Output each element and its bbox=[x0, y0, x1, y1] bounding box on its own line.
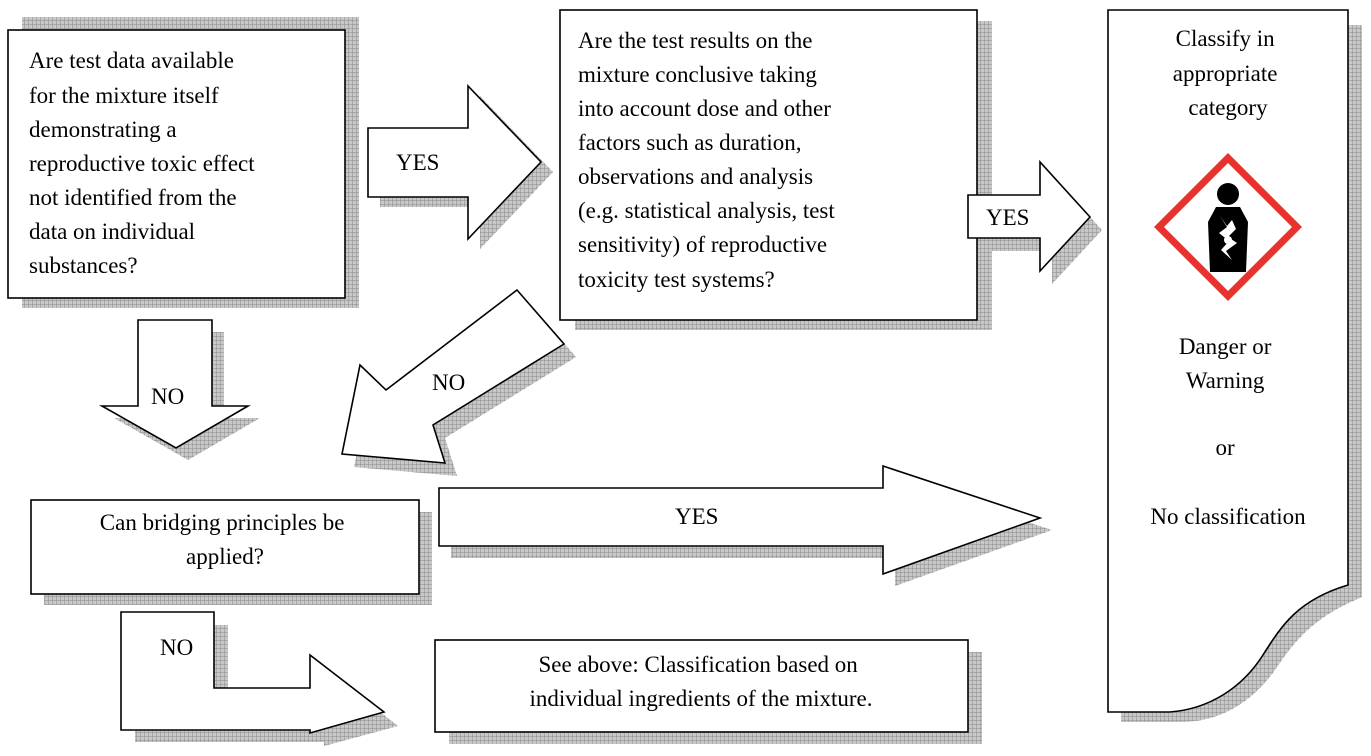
question-line: mixture conclusive taking bbox=[578, 62, 817, 87]
question-text-test-results: Are the test results on the mixture conc… bbox=[578, 28, 841, 292]
result-line: or bbox=[1216, 435, 1236, 460]
question-line: sensitivity) of reproductive bbox=[578, 232, 827, 257]
question-line: Are test data available bbox=[29, 48, 234, 73]
question-line: applied? bbox=[186, 544, 264, 569]
question-line: factors such as duration, bbox=[578, 130, 802, 155]
arrow-label: YES bbox=[986, 205, 1029, 230]
result-line: Classify in bbox=[1176, 26, 1276, 51]
question-line: for the mixture itself bbox=[29, 83, 219, 108]
result-text-classify: Classify in appropriate category bbox=[1173, 26, 1283, 120]
question-box-bridging: Can bridging principles be applied? bbox=[30, 499, 432, 605]
question-line: demonstrating a bbox=[29, 117, 177, 142]
result-line: Warning bbox=[1186, 368, 1265, 393]
arrow-yes-q1-to-q2: YES bbox=[367, 84, 553, 249]
info-line: See above: Classification based on bbox=[538, 652, 858, 677]
question-line: reproductive toxic effect bbox=[29, 151, 255, 176]
question-line: not identified from the bbox=[29, 185, 237, 210]
info-box-see-above: See above: Classification based on indiv… bbox=[434, 639, 982, 744]
result-line: appropriate bbox=[1173, 61, 1278, 86]
question-box-test-results: Are the test results on the mixture conc… bbox=[559, 9, 992, 330]
arrow-label: NO bbox=[432, 370, 465, 395]
question-line: into account dose and other bbox=[578, 96, 831, 121]
result-line: No classification bbox=[1150, 504, 1306, 529]
result-text-outcome: Danger or Warning or No classification bbox=[1150, 334, 1306, 529]
health-hazard-pictogram-icon bbox=[1154, 153, 1302, 301]
arrow-label: YES bbox=[675, 504, 718, 529]
result-line: category bbox=[1188, 95, 1268, 120]
question-line: (e.g. statistical analysis, test bbox=[578, 198, 835, 223]
arrow-label: NO bbox=[160, 635, 193, 660]
question-box-test-data: Are test data available for the mixture … bbox=[7, 17, 359, 308]
question-text-test-data: Are test data available for the mixture … bbox=[29, 48, 260, 278]
arrow-label: YES bbox=[396, 150, 439, 175]
question-text-bridging: Can bridging principles be applied? bbox=[100, 510, 350, 569]
result-line: Danger or bbox=[1179, 334, 1272, 359]
question-line: observations and analysis bbox=[578, 164, 813, 189]
arrow-no-q2-to-q3: NO bbox=[341, 288, 576, 476]
question-line: Can bridging principles be bbox=[100, 510, 345, 535]
arrow-yes-q2-to-result: YES bbox=[967, 159, 1102, 284]
question-line: Are the test results on the bbox=[578, 28, 812, 53]
arrow-label: NO bbox=[151, 384, 184, 409]
arrow-no-q1-down: NO bbox=[98, 319, 260, 460]
info-line: individual ingredients of the mixture. bbox=[529, 686, 872, 711]
arrow-no-q3-to-see-above: NO bbox=[120, 611, 398, 746]
arrow-yes-q3-to-result: YES bbox=[438, 464, 1052, 586]
question-line: toxicity test systems? bbox=[578, 267, 775, 292]
question-line: substances? bbox=[29, 253, 138, 278]
info-text-see-above: See above: Classification based on indiv… bbox=[529, 652, 872, 711]
question-line: data on individual bbox=[29, 219, 195, 244]
result-box-classify: Classify in appropriate category Danger … bbox=[1107, 9, 1362, 722]
